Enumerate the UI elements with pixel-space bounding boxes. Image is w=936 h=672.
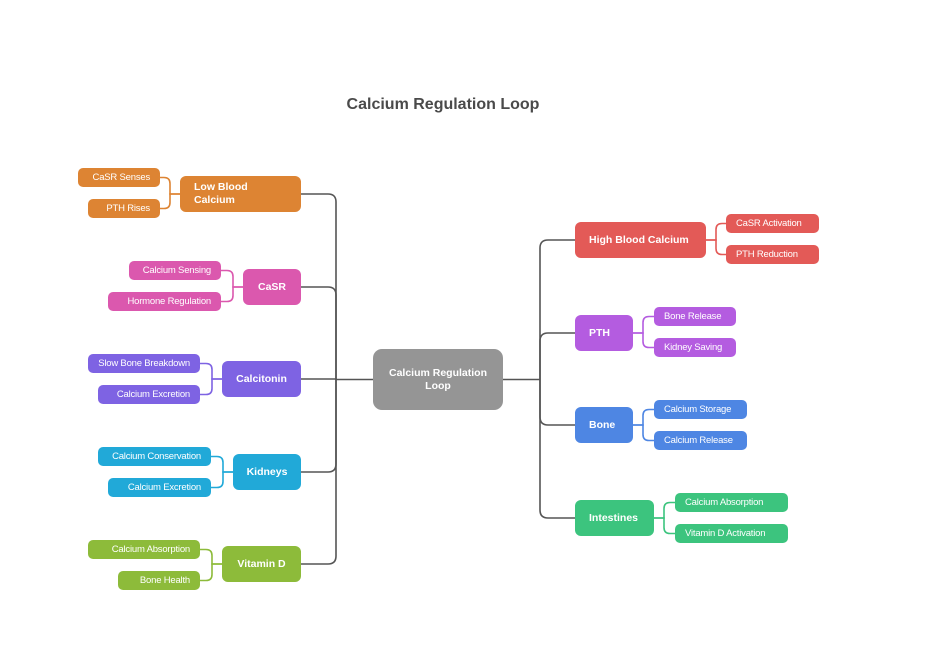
leaf-node[interactable]: Slow Bone Breakdown (88, 354, 200, 373)
branch-node-right[interactable]: PTH (575, 315, 633, 351)
leaf-connector (633, 332, 654, 349)
leaf-node[interactable]: Bone Health (118, 571, 200, 590)
leaf-node[interactable]: Bone Release (654, 307, 736, 326)
leaf-node[interactable]: PTH Reduction (726, 245, 819, 264)
branch-node-right-label: Intestines (589, 511, 639, 524)
branch-connector-left-3 (301, 379, 337, 473)
leaf-connector (633, 315, 654, 334)
leaf-node[interactable]: Calcium Excretion (98, 385, 200, 404)
leaf-node-label: Kidney Saving (664, 341, 723, 353)
branch-connector-right-2 (539, 379, 575, 426)
branch-node-right[interactable]: High Blood Calcium (575, 222, 706, 258)
branch-node-left-label: Calcitonin (236, 372, 287, 385)
leaf-connector (160, 176, 180, 195)
branch-connector-right-0 (539, 239, 575, 380)
leaf-node-label: Calcium Absorption (685, 496, 764, 508)
leaf-node-label: Slow Bone Breakdown (98, 357, 190, 369)
branch-node-left-label: Low Blood Calcium (194, 181, 248, 206)
leaf-connector (211, 455, 233, 473)
leaf-connector (654, 501, 675, 519)
diagram-title: Calcium Regulation Loop (346, 96, 540, 113)
leaf-node-label: Calcium Storage (664, 403, 732, 415)
leaf-node-label: Calcium Excretion (116, 388, 190, 400)
branch-node-left[interactable]: Kidneys (233, 454, 301, 490)
branch-connector-left-0 (301, 193, 337, 380)
leaf-connector (160, 193, 180, 210)
leaf-connector (221, 286, 243, 303)
branch-node-left-label: Vitamin D (237, 557, 286, 570)
branch-node-left[interactable]: Low Blood Calcium (180, 176, 301, 212)
leaf-node[interactable]: Calcium Absorption (675, 493, 788, 512)
branch-node-left[interactable]: Calcitonin (222, 361, 301, 397)
leaf-node[interactable]: CaSR Activation (726, 214, 819, 233)
leaf-node[interactable]: Calcium Absorption (88, 540, 200, 559)
leaf-node-label: CaSR Senses (92, 171, 151, 183)
leaf-connector (706, 239, 726, 256)
leaf-node-label: CaSR Activation (736, 217, 802, 229)
leaf-connector (633, 424, 654, 442)
branch-node-left-label: CaSR (257, 280, 286, 293)
branch-connector-right-1 (539, 332, 575, 380)
branch-node-left-label: Kidneys (246, 465, 288, 478)
leaf-node-label: Bone Release (664, 310, 722, 322)
leaf-connector (654, 517, 675, 535)
root-node-label: Calcium Regulation Loop (388, 366, 487, 392)
leaf-node-label: Bone Health (139, 574, 190, 586)
leaf-connector (633, 408, 654, 426)
leaf-node-label: Calcium Excretion (127, 481, 201, 493)
leaf-connector (200, 378, 222, 396)
leaf-connector (200, 548, 222, 565)
branch-connector-left-1 (301, 286, 337, 380)
branch-node-right-label: PTH (589, 326, 610, 339)
branch-node-right[interactable]: Bone (575, 407, 633, 443)
leaf-node[interactable]: Calcium Conservation (98, 447, 211, 466)
leaf-node-label: PTH Reduction (736, 248, 798, 260)
leaf-connector (221, 269, 243, 288)
leaf-connector (706, 222, 726, 241)
leaf-connector (211, 471, 233, 489)
leaf-node-label: Hormone Regulation (127, 295, 211, 307)
leaf-node[interactable]: Vitamin D Activation (675, 524, 788, 543)
leaf-node[interactable]: Hormone Regulation (108, 292, 221, 311)
leaf-node[interactable]: CaSR Senses (78, 168, 160, 187)
branch-node-right-label: High Blood Calcium (589, 233, 689, 246)
branch-node-left[interactable]: CaSR (243, 269, 301, 305)
leaf-connector (200, 563, 222, 582)
leaf-node[interactable]: Calcium Sensing (129, 261, 221, 280)
leaf-node-label: Calcium Sensing (142, 264, 211, 276)
leaf-node-label: Vitamin D Activation (685, 527, 766, 539)
branch-node-right-label: Bone (589, 418, 616, 431)
leaf-node-label: Calcium Release (664, 434, 733, 446)
leaf-node[interactable]: Calcium Release (654, 431, 747, 450)
branch-connector-left-4 (301, 379, 337, 565)
branch-connector-right-3 (539, 379, 575, 519)
branch-node-right[interactable]: Intestines (575, 500, 654, 536)
leaf-node-label: Calcium Absorption (111, 543, 190, 555)
leaf-node-label: PTH Rises (106, 202, 150, 214)
leaf-connector (200, 362, 222, 380)
leaf-node[interactable]: Calcium Excretion (108, 478, 211, 497)
branch-node-left[interactable]: Vitamin D (222, 546, 301, 582)
leaf-node-label: Calcium Conservation (112, 450, 201, 462)
leaf-node[interactable]: Calcium Storage (654, 400, 747, 419)
leaf-node[interactable]: PTH Rises (88, 199, 160, 218)
leaf-node[interactable]: Kidney Saving (654, 338, 736, 357)
root-node[interactable]: Calcium Regulation Loop (373, 349, 503, 410)
